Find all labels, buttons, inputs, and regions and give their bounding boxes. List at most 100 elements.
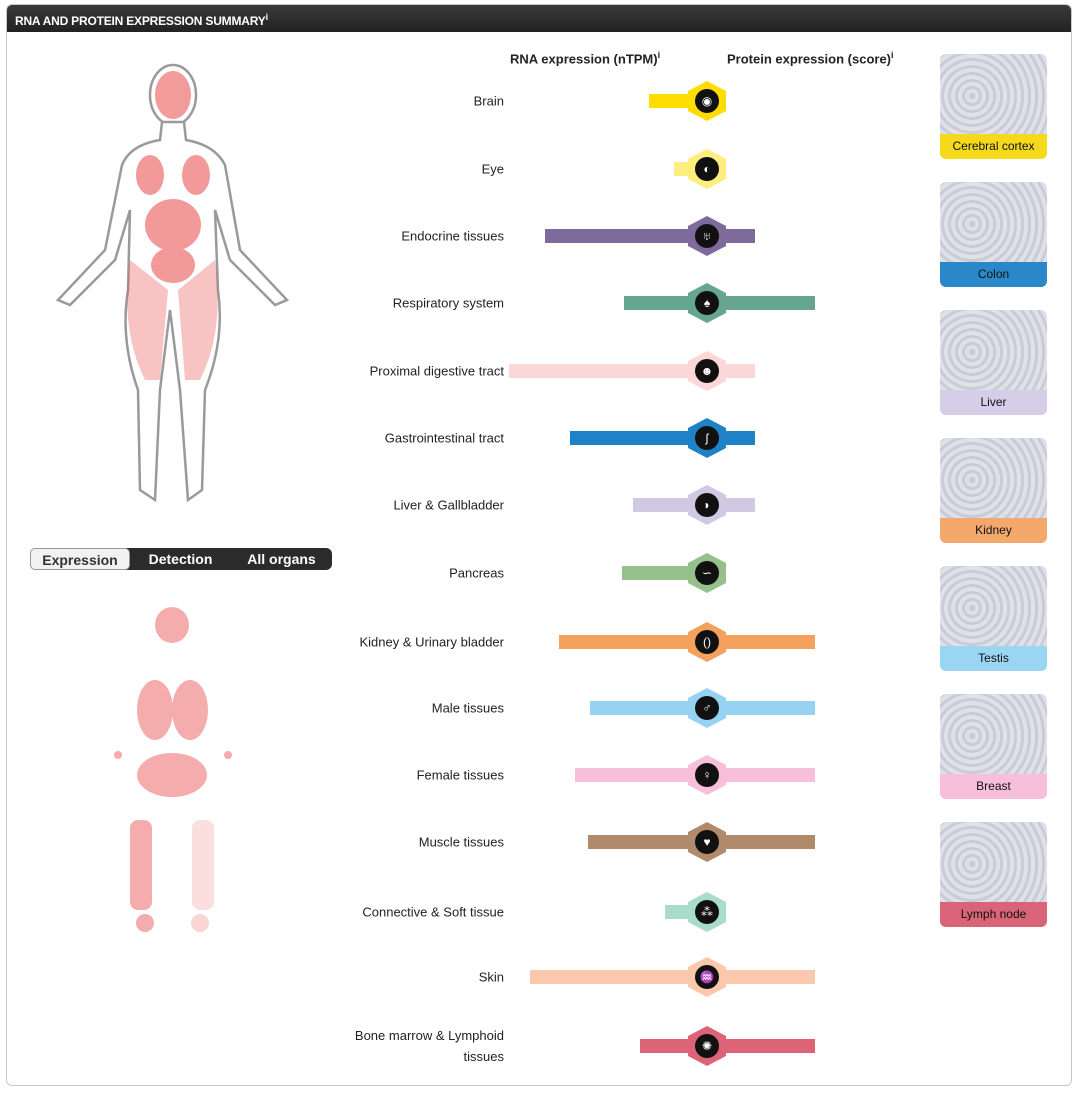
tissue-hexagon[interactable]: ♥ <box>688 822 726 862</box>
protein-bar[interactable] <box>726 498 755 512</box>
rna-bar[interactable] <box>649 94 688 108</box>
tissue-hexagon[interactable]: ✺ <box>688 1026 726 1066</box>
tissue-label[interactable]: Pancreas <box>449 565 504 581</box>
tissue-image-thumbnail[interactable]: Lymph node <box>940 822 1047 927</box>
tissue-row[interactable]: Male tissues ♂ <box>0 678 930 738</box>
rna-bar[interactable] <box>624 296 688 310</box>
protein-bar[interactable] <box>726 701 815 715</box>
toggle-expression[interactable]: Expression <box>30 548 130 570</box>
protein-bar[interactable] <box>726 1039 815 1053</box>
head-icon: ☻ <box>695 359 719 383</box>
rna-bar[interactable] <box>559 635 688 649</box>
info-icon[interactable]: i <box>265 12 269 22</box>
tissue-label[interactable]: Bone marrow & Lymphoid tissues <box>354 1028 504 1064</box>
tissue-image-thumbnail[interactable]: Testis <box>940 566 1047 671</box>
tissue-label[interactable]: Kidney & Urinary bladder <box>359 634 504 650</box>
protein-bar[interactable] <box>726 970 815 984</box>
tissue-hexagon[interactable]: ◐ <box>688 149 726 189</box>
tissue-row[interactable]: Brain ◉ <box>0 71 930 131</box>
info-icon[interactable]: i <box>891 50 894 60</box>
toggle-detection[interactable]: Detection <box>148 551 213 567</box>
tissue-image-thumbnail[interactable]: Breast <box>940 694 1047 799</box>
tissue-label[interactable]: Eye <box>481 161 504 177</box>
rna-bar[interactable] <box>509 364 688 378</box>
protein-bar[interactable] <box>726 768 815 782</box>
tissue-row[interactable]: Pancreas ∽ <box>0 543 930 603</box>
tissue-row[interactable]: Kidney & Urinary bladder () <box>0 612 930 672</box>
pancreas-icon: ∽ <box>695 561 719 585</box>
tissue-hexagon[interactable]: ◉ <box>688 81 726 121</box>
rna-bar[interactable] <box>530 970 688 984</box>
protein-bar[interactable] <box>726 835 815 849</box>
tissue-hexagon[interactable]: () <box>688 622 726 662</box>
tissue-label[interactable]: Gastrointestinal tract <box>384 430 504 446</box>
thumbnail-caption: Testis <box>940 646 1047 671</box>
tissue-row[interactable]: Bone marrow & Lymphoid tissues ✺ <box>0 1016 930 1076</box>
tissue-row[interactable]: Muscle tissues ♥ <box>0 812 930 872</box>
tissue-hexagon[interactable]: ♀ <box>688 755 726 795</box>
tissue-hexagon[interactable]: ⁂ <box>688 892 726 932</box>
thumbnail-caption: Colon <box>940 262 1047 287</box>
tissue-row[interactable]: Connective & Soft tissue ⁂ <box>0 882 930 942</box>
tissue-row[interactable]: Female tissues ♀ <box>0 745 930 805</box>
tissue-label[interactable]: Muscle tissues <box>418 834 504 850</box>
expression-summary-panel: RNA AND PROTEIN EXPRESSION SUMMARYi <box>6 4 1072 1086</box>
tissue-label[interactable]: Proximal digestive tract <box>369 363 504 379</box>
tissue-label[interactable]: Respiratory system <box>392 295 504 311</box>
rna-bar[interactable] <box>665 905 688 919</box>
tissue-hexagon[interactable]: ʃ <box>688 418 726 458</box>
tissue-hexagon[interactable]: ∽ <box>688 553 726 593</box>
tissue-hexagon[interactable]: ☻ <box>688 351 726 391</box>
rna-bar[interactable] <box>633 498 688 512</box>
tissue-hexagon[interactable]: ♠ <box>688 283 726 323</box>
tissue-image-thumbnail[interactable]: Colon <box>940 182 1047 287</box>
protein-bar[interactable] <box>726 431 755 445</box>
tissue-row[interactable]: Liver & Gallbladder ◗ <box>0 475 930 535</box>
female-tissue-icon: ♀ <box>695 763 719 787</box>
organ-map-figure[interactable] <box>100 605 250 935</box>
rna-bar[interactable] <box>588 835 688 849</box>
tissue-label[interactable]: Skin <box>478 969 504 985</box>
tissue-row[interactable]: Gastrointestinal tract ʃ <box>0 408 930 468</box>
rna-bar[interactable] <box>622 566 688 580</box>
tissue-label[interactable]: Male tissues <box>431 700 504 716</box>
info-icon[interactable]: i <box>657 50 661 60</box>
rna-bar[interactable] <box>590 701 688 715</box>
tissue-row[interactable]: Respiratory system ♠ <box>0 273 930 333</box>
thyroid-icon: ♅ <box>695 224 719 248</box>
tissue-hexagon[interactable]: ◗ <box>688 485 726 525</box>
rna-bar[interactable] <box>545 229 688 243</box>
tissue-image-thumbnail[interactable]: Kidney <box>940 438 1047 543</box>
panel-title: RNA AND PROTEIN EXPRESSION SUMMARY <box>15 14 266 28</box>
tissue-label[interactable]: Brain <box>473 93 504 109</box>
rna-bar[interactable] <box>640 1039 688 1053</box>
protein-bar[interactable] <box>726 364 755 378</box>
tissue-row[interactable]: Endocrine tissues ♅ <box>0 206 930 266</box>
tissue-row[interactable]: Skin ♒ <box>0 947 930 1007</box>
tissue-hexagon[interactable]: ♅ <box>688 216 726 256</box>
thumbnail-caption: Kidney <box>940 518 1047 543</box>
tissue-hexagon[interactable]: ♂ <box>688 688 726 728</box>
tissue-label[interactable]: Endocrine tissues <box>401 228 504 244</box>
rna-bar[interactable] <box>575 768 688 782</box>
panel-header: RNA AND PROTEIN EXPRESSION SUMMARYi <box>7 5 1071 32</box>
tissue-hexagon[interactable]: ♒ <box>688 957 726 997</box>
tissue-label[interactable]: Female tissues <box>416 767 504 783</box>
rna-column-header: RNA expression (nTPM)i <box>510 50 661 67</box>
rna-bar[interactable] <box>674 162 688 176</box>
tissue-image-thumbnail[interactable]: Liver <box>940 310 1047 415</box>
tissue-label[interactable]: Liver & Gallbladder <box>393 497 504 513</box>
protein-bar[interactable] <box>726 229 755 243</box>
tissue-image-thumbnail[interactable]: Cerebral cortex <box>940 54 1047 159</box>
protein-bar[interactable] <box>726 296 815 310</box>
tissue-row[interactable]: Proximal digestive tract ☻ <box>0 341 930 401</box>
toggle-all-organs[interactable]: All organs <box>247 551 316 567</box>
female-body-figure[interactable] <box>50 60 300 510</box>
view-toggle[interactable]: Expression Detection All organs <box>30 548 332 570</box>
lymph-icon: ✺ <box>695 1034 719 1058</box>
tissue-row[interactable]: Eye ◐ <box>0 139 930 199</box>
protein-bar[interactable] <box>726 635 815 649</box>
tissue-label[interactable]: Connective & Soft tissue <box>362 904 504 920</box>
rna-bar[interactable] <box>570 431 688 445</box>
lungs-icon: ♠ <box>695 291 719 315</box>
